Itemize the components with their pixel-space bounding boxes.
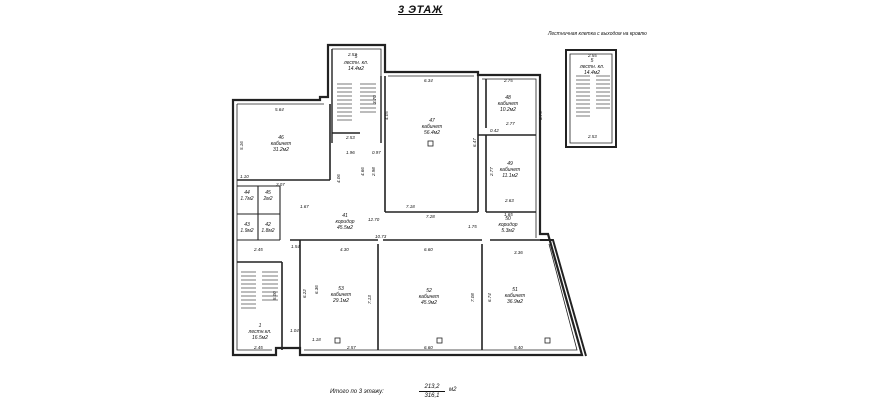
- dimension-label: 3.70: [372, 95, 377, 104]
- dimension-label: 5.16: [239, 141, 244, 150]
- wall-corridor: [290, 239, 540, 350]
- dimension-label: 2.53: [348, 52, 357, 57]
- dimension-label: 6.47: [472, 138, 477, 147]
- dimension-label: 1.10: [240, 174, 249, 179]
- dimension-label: 7.18: [406, 204, 415, 209]
- dimension-label: 7.13: [367, 295, 372, 304]
- dimension-label: 6.74: [487, 293, 492, 302]
- wall-46: [237, 104, 331, 181]
- dimension-label: 12.70: [368, 217, 380, 222]
- stair-right: [565, 49, 617, 148]
- total-top: 213,2: [419, 383, 445, 392]
- total-bottom: 316,1: [424, 393, 440, 399]
- columns: [334, 140, 551, 344]
- dimension-label: 2.53: [588, 134, 597, 139]
- dimension-label: 2.77: [489, 167, 494, 176]
- dimension-label: 1.96: [346, 150, 355, 155]
- dimension-label: 6.36: [314, 285, 319, 294]
- outer-wall-inner: [236, 48, 578, 351]
- stair-note: Лестничная клетка с выходом на кровлю: [548, 31, 647, 37]
- dimension-label: 4.66: [360, 167, 365, 176]
- dimension-label: 2.75: [504, 78, 513, 83]
- dimension-label: 5.64: [275, 107, 284, 112]
- dimension-label: 10.73: [375, 234, 387, 239]
- stair-treads-bottom: [241, 271, 278, 309]
- total-unit: м2: [449, 387, 457, 393]
- wall-stair-bottom: [237, 261, 283, 350]
- wall-48: [478, 79, 536, 213]
- dimension-label: 2.45: [254, 247, 263, 252]
- dimension-label: 2.53: [346, 135, 355, 140]
- dimension-label: 7.08: [470, 293, 475, 302]
- dimension-label: 2.77: [506, 121, 515, 126]
- wall-47: [384, 76, 479, 213]
- dimension-label: 6.60: [424, 345, 433, 350]
- plan-title: 3 ЭТАЖ: [398, 4, 443, 16]
- dimension-label: 2.55: [588, 53, 597, 58]
- diagonal-wall: [540, 239, 587, 357]
- dimension-label: 4.30: [340, 247, 349, 252]
- dimension-label: 1.75: [468, 224, 477, 229]
- dimension-label: 3.36: [514, 250, 523, 255]
- dimension-label: 2.57: [347, 345, 356, 350]
- dimension-label: 2.63: [505, 198, 514, 203]
- dimension-label: 1.18: [312, 337, 321, 342]
- dimension-label: 2.98: [371, 167, 376, 176]
- wall-wc: [237, 185, 281, 241]
- dimension-label: 1.67: [300, 204, 309, 209]
- dimension-label: 6.22: [302, 289, 307, 298]
- dimension-label: 5.40: [514, 345, 523, 350]
- dimension-label: 3.07: [276, 182, 285, 187]
- stair-top-walls: [331, 49, 382, 143]
- dimension-label: 0.42: [490, 128, 499, 133]
- dimension-label: 5.00: [272, 291, 277, 300]
- dimension-label: 1.04: [290, 328, 299, 333]
- stair-treads-right: [576, 75, 610, 117]
- dimension-label: 6.60: [424, 247, 433, 252]
- total-label: Итого по 3 этажу:: [330, 389, 384, 395]
- total-fraction: 213,2 316,1: [419, 383, 445, 400]
- dimension-label: 6.34: [424, 78, 433, 83]
- dimension-label: 4.05: [384, 111, 389, 120]
- stair-treads-top: [337, 83, 376, 121]
- dimension-label: 1.65: [504, 212, 513, 217]
- dimension-label: 1.54: [291, 244, 300, 249]
- outer-wall: [231, 43, 584, 357]
- dimension-label: 7.28: [426, 214, 435, 219]
- dimension-label: 4.06: [336, 174, 341, 183]
- dimension-label: 3.75: [538, 111, 543, 120]
- dimension-label: 0.97: [372, 150, 381, 155]
- dimension-label: 2.45: [254, 345, 263, 350]
